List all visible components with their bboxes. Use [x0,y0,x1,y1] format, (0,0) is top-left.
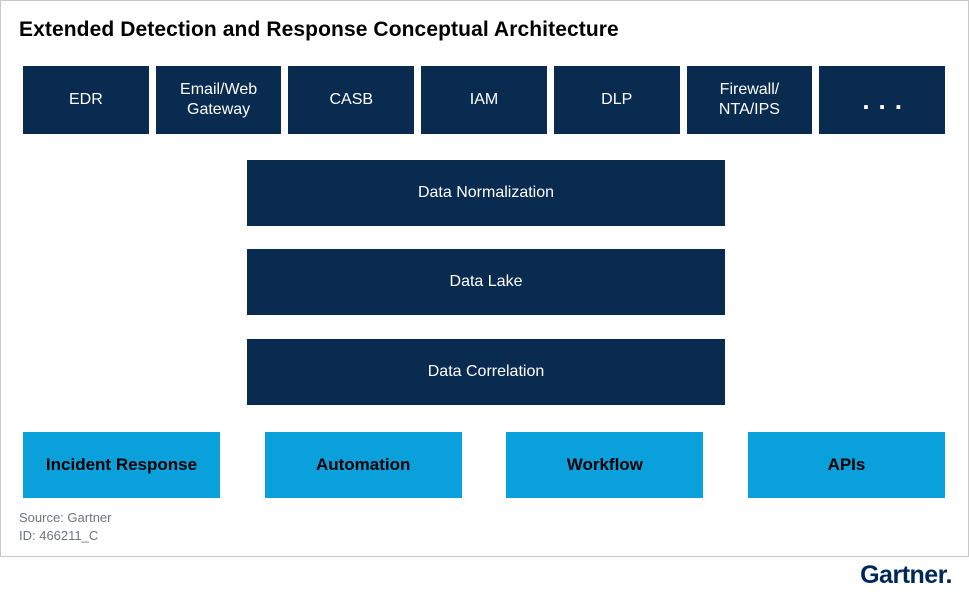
source-box-casb: CASB [288,66,415,134]
pipeline-box-label: Data Lake [449,273,523,290]
footnote-source: Source: Gartner [19,510,112,525]
source-box-label: EDR [68,91,103,108]
source-box-label: CASB [329,91,374,108]
gartner-logo-text: Gartner [860,561,946,589]
gartner-logo: Gartner. [860,563,952,588]
capability-box-incident-response: Incident Response [23,432,220,498]
capability-box-label: Automation [315,455,411,474]
capability-box-label: Workflow [566,455,643,474]
source-box-firewall-nta-ips: Firewall/ NTA/IPS [686,66,813,134]
source-box-label: Email/Web [180,81,258,98]
source-box-label: NTA/IPS [718,101,780,118]
capability-box-label: APIs [827,455,866,474]
footer-bar: Gartner. [0,557,969,594]
pipeline-box-data-correlation: Data Correlation [247,339,725,405]
figure-title: Extended Detection and Response Conceptu… [19,18,619,41]
source-box-label: Gateway [187,101,251,118]
content-frame: Extended Detection and Response Conceptu… [0,0,969,557]
telemetry-sources-row: EDR Email/Web Gateway CASB IAM DLP Firew… [23,66,946,134]
pipeline-box-data-normalization: Data Normalization [247,160,725,226]
ellipsis-label: ... [862,85,911,115]
source-box-dlp: DLP [553,66,680,134]
pipeline-box-label: Data Correlation [427,363,545,380]
source-box-label: DLP [601,91,633,108]
footnote-id: ID: 466211_C [19,528,99,543]
source-box-edr: EDR [23,66,149,134]
capabilities-row: Incident Response Automation Workflow AP… [23,432,945,498]
footnote: Source: Gartner ID: 466211_C [19,509,112,545]
source-box-iam: IAM [421,66,547,134]
source-box-email-web-gateway: Email/Web Gateway [155,66,282,134]
capability-box-apis: APIs [747,432,945,498]
pipeline-box-label: Data Normalization [417,184,555,201]
gartner-logo-dot: . [945,561,953,589]
capability-box-automation: Automation [264,432,462,498]
source-box-label: Firewall/ [719,81,780,98]
source-box-more: ... [819,66,946,134]
capability-box-label: Incident Response [45,455,198,474]
capability-box-workflow: Workflow [506,432,704,498]
source-box-label: IAM [469,91,499,108]
pipeline-box-data-lake: Data Lake [247,249,725,315]
